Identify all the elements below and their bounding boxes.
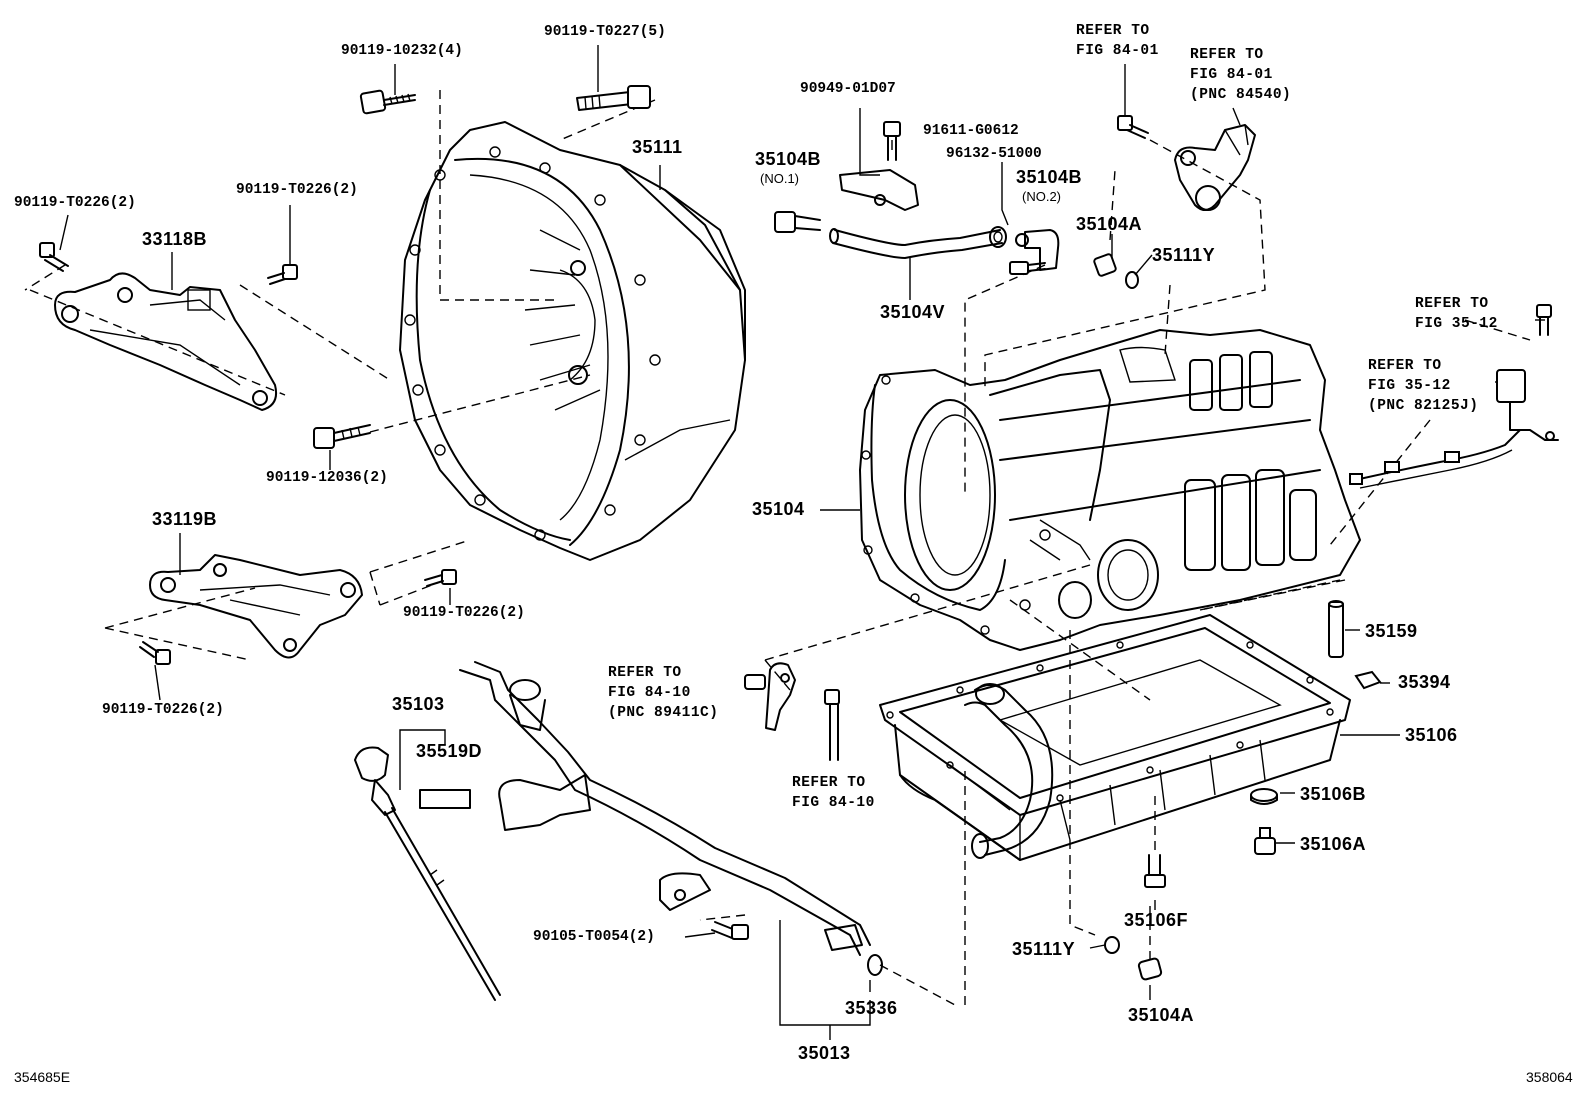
label-bolt-90119-10232: 90119-10232(4)	[341, 43, 463, 59]
bracket-33118b-drawing	[54, 272, 278, 411]
hose-35104v-drawing	[829, 228, 1003, 259]
label-union-35104b-1-sub: (NO.1)	[760, 171, 799, 186]
label-union-35104b-1: 35104B	[755, 149, 822, 169]
label-bolt-90119-12036: 90119-12036(2)	[266, 470, 388, 486]
oring-35336-drawing	[867, 954, 883, 976]
label-bolt-90119-t0226-b: 90119-T0226(2)	[236, 182, 358, 198]
ref-line-1: REFER TO	[1076, 23, 1150, 39]
bolt-35-12-drawing	[1536, 304, 1552, 336]
oring-35111y-bottom-drawing	[1104, 936, 1120, 954]
bolt-90105-t0054-drawing	[711, 921, 749, 940]
label-plug-35104a-bottom: 35104A	[1128, 1005, 1195, 1025]
label-plug-35106a: 35106A	[1300, 834, 1367, 854]
case-35104-drawing	[859, 329, 1361, 651]
label-bolt-35106f: 35106F	[1124, 910, 1189, 930]
ref-line-1: REFER TO	[792, 775, 866, 791]
ref-line-2: FIG 84-01	[1076, 43, 1159, 59]
union-35104b-1-drawing	[774, 211, 821, 233]
illustration-code-right: 358064	[1526, 1069, 1573, 1085]
bolt-90119-10232-drawing	[359, 89, 416, 115]
bracket-33119b-drawing	[149, 554, 363, 659]
gauge-35103-drawing	[354, 746, 501, 1001]
label-magnet-35394: 35394	[1398, 672, 1451, 692]
label-oring-35111y-bottom: 35111Y	[1012, 939, 1076, 959]
tube-35013-drawing	[459, 661, 871, 956]
ref-fig-35-12-b: REFER TO FIG 35-12 (PNC 82125J)	[1368, 356, 1478, 416]
label-pipe-35159: 35159	[1365, 621, 1418, 641]
sensor-89411c-drawing	[744, 662, 796, 731]
label-bolt-91611: 91611-G0612	[923, 123, 1019, 139]
plug-35104a-bottom-drawing	[1137, 957, 1163, 981]
label-housing-35111: 35111	[632, 137, 683, 157]
ref-line-2: FIG 35-12	[1415, 316, 1498, 332]
ref-fig-35-12-a: REFER TO FIG 35-12	[1415, 294, 1498, 334]
bolt-t0226-c-drawing	[424, 569, 457, 587]
hose-bracket-90949-drawing	[839, 169, 919, 211]
label-gauge-35103: 35103	[392, 694, 445, 714]
bolt-35106f-drawing	[1144, 854, 1166, 888]
ref-line-2: FIG 84-10	[792, 795, 875, 811]
label-35519d: 35519D	[416, 741, 483, 761]
pan-35106-drawing	[879, 614, 1351, 861]
label-clip-96132: 96132-51000	[946, 146, 1042, 162]
bolt-84-01-drawing	[1117, 115, 1149, 139]
assembly-dashed-lines	[24, 90, 1531, 1006]
label-bolt-90119-t0226-a: 90119-T0226(2)	[14, 195, 136, 211]
housing-35111-drawing	[399, 121, 746, 561]
label-hose-bracket-90949: 90949-01D07	[800, 81, 896, 97]
pipe-35159-drawing	[1328, 600, 1344, 658]
plug-35104a-top-drawing	[1093, 253, 1117, 277]
ref-line-1: REFER TO	[1368, 358, 1442, 374]
label-case-35104: 35104	[752, 499, 805, 519]
label-union-35104b-2-sub: (NO.2)	[1022, 189, 1061, 204]
ref-line-1: REFER TO	[1415, 296, 1489, 312]
ref-line-1: REFER TO	[608, 665, 682, 681]
plug-35106a-drawing	[1254, 827, 1276, 855]
bolt-t0226-d-drawing	[139, 641, 171, 665]
bolt-90119-t0227-drawing	[576, 85, 651, 111]
clip-96132-drawing	[989, 226, 1007, 248]
strainer-pipe-drawing	[964, 683, 1054, 859]
ref-line-2: FIG 84-01	[1190, 67, 1273, 83]
union-35104b-2-drawing	[1009, 229, 1060, 275]
label-oring-35336: 35336	[845, 998, 898, 1018]
bolt-90119-12036-drawing	[313, 424, 371, 449]
oring-35111y-top-drawing	[1125, 271, 1139, 289]
ref-fig-84-01-b: REFER TO FIG 84-01 (PNC 84540)	[1190, 45, 1291, 105]
ref-line-3: (PNC 84540)	[1190, 87, 1292, 103]
bolt-t0226-a-drawing	[39, 242, 69, 272]
ref-fig-84-01-a: REFER TO FIG 84-01	[1076, 21, 1159, 61]
bolt-t0226-b-drawing	[267, 264, 298, 285]
label-35519d-drawing	[419, 789, 471, 809]
magnet-35394-drawing	[1354, 670, 1382, 690]
bolt-91611-drawing	[883, 121, 901, 161]
label-bolt-90119-t0226-c: 90119-T0226(2)	[403, 605, 525, 621]
ref-fig-84-10-b: REFER TO FIG 84-10	[792, 773, 875, 813]
leader-lines	[59, 45, 1545, 1040]
label-bracket-33118b: 33118B	[142, 229, 208, 249]
label-hose-35104v: 35104V	[880, 302, 946, 322]
label-oring-35111y-top: 35111Y	[1152, 245, 1216, 265]
label-bolt-90105-t0054: 90105-T0054(2)	[533, 929, 655, 945]
label-gasket-35106b: 35106B	[1300, 784, 1367, 804]
label-bolt-90119-t0226-d: 90119-T0226(2)	[102, 702, 224, 718]
label-bolt-90119-t0227: 90119-T0227(5)	[544, 24, 666, 40]
ref-fig-84-10-a: REFER TO FIG 84-10 (PNC 89411C)	[608, 663, 718, 723]
label-bracket-33119b: 33119B	[152, 509, 218, 529]
illustration-code-left: 354685E	[14, 1069, 71, 1085]
ref-line-3: (PNC 89411C)	[608, 705, 719, 721]
ref-line-3: (PNC 82125J)	[1368, 398, 1479, 414]
sensor-84540-drawing	[1174, 124, 1256, 211]
harness-82125j-drawing	[1349, 369, 1559, 489]
ref-line-1: REFER TO	[1190, 47, 1264, 63]
bolt-84-10-drawing	[824, 689, 840, 761]
gasket-35106b-drawing	[1250, 788, 1278, 805]
label-pan-35106: 35106	[1405, 725, 1458, 745]
ref-line-2: FIG 35-12	[1368, 378, 1451, 394]
label-plug-35104a-top: 35104A	[1076, 214, 1143, 234]
ref-line-2: FIG 84-10	[608, 685, 691, 701]
label-union-35104b-2: 35104B	[1016, 167, 1083, 187]
label-tube-35013: 35013	[798, 1043, 851, 1063]
